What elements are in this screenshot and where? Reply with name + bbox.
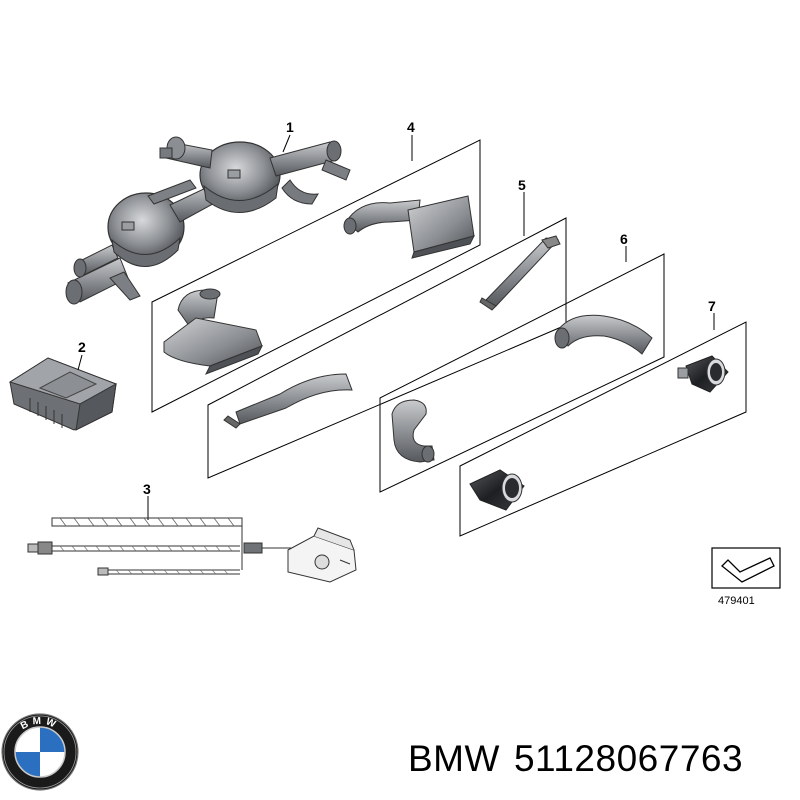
mounting-bracket-5a	[479, 235, 561, 311]
bmw-logo: BMW	[1, 713, 79, 791]
exhaust-tip-4a	[343, 195, 475, 259]
reference-number: 479401	[718, 595, 755, 607]
panel-5-frame	[207, 217, 567, 479]
exhaust-pipe-6a	[554, 314, 653, 355]
callout-1: 1	[286, 119, 294, 135]
callout-4: 4	[407, 119, 415, 135]
control-unit	[8, 357, 118, 431]
rear-muffler-assembly	[65, 136, 351, 305]
black-exhaust-tip-7a	[677, 355, 729, 393]
callout-6: 6	[620, 231, 628, 247]
part-caption: BMW 51128067763	[408, 738, 757, 780]
reference-symbol-box	[711, 547, 781, 589]
callout-3: 3	[143, 481, 151, 497]
callout-7: 7	[708, 298, 716, 314]
exhaust-tip-4b	[163, 288, 264, 375]
panel-7-frame	[459, 321, 747, 537]
part-number: 51128067763	[513, 738, 744, 779]
callout-5: 5	[518, 177, 526, 193]
mounting-bracket-5b	[223, 373, 353, 429]
panel-6-frame	[379, 253, 665, 493]
callout-2: 2	[78, 339, 86, 355]
brand-name: BMW	[408, 738, 500, 779]
panel-4-frame	[151, 139, 481, 413]
wiring-harness	[27, 517, 357, 583]
exhaust-pipe-6b	[391, 399, 435, 463]
black-exhaust-tip-7b	[469, 469, 525, 511]
